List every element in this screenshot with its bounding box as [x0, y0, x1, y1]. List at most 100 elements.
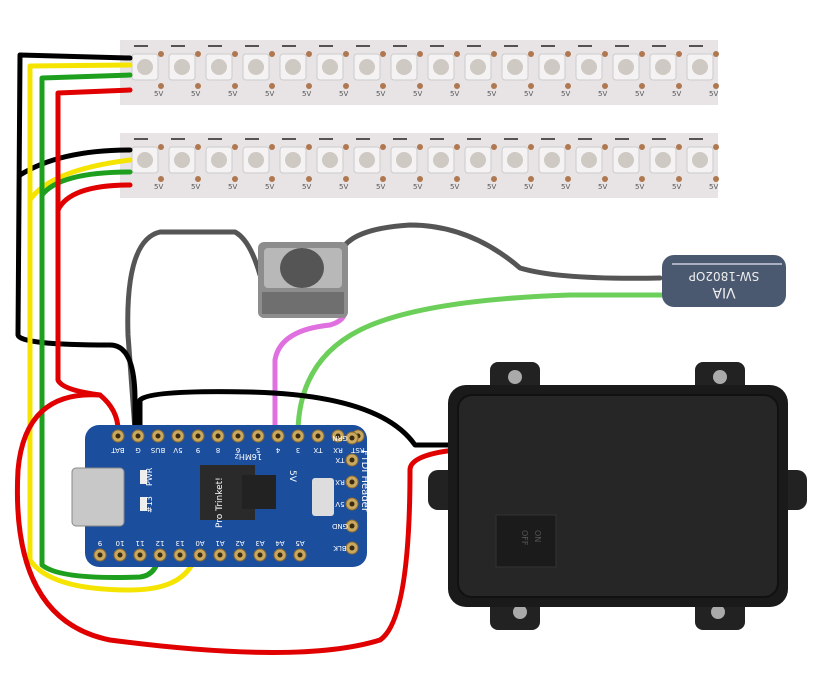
wire-red-strip: [55, 87, 133, 433]
strip-5v-label: 5V: [450, 183, 459, 191]
wire-black-main: [15, 52, 138, 433]
pin-label: RST: [350, 446, 364, 454]
led-pixel: 5V: [390, 138, 423, 191]
strip-5v-label: 5V: [672, 90, 681, 98]
led-pixel: 5V: [131, 138, 164, 191]
pin-label: A3: [255, 539, 264, 547]
pin-label: A5: [295, 539, 304, 547]
pin-label: GRN: [332, 434, 348, 442]
pin-label: TX: [335, 456, 345, 464]
strip-5v-label: 5V: [265, 183, 274, 191]
clock-label: 16MHz: [235, 452, 262, 461]
strip-5v-label: 5V: [191, 90, 200, 98]
battery-box: ON OFF: [428, 362, 807, 630]
wire-gray-button: [125, 229, 263, 433]
led-pixel: 5V: [649, 138, 682, 191]
strip-5v-label: 5V: [339, 90, 348, 98]
pro-trinket-board: PWR #13 FTDI Header Pro Trinket! 5V 16MH…: [71, 425, 370, 567]
strip-5v-label: 5V: [524, 183, 533, 191]
led-pixel: 5V: [501, 45, 534, 98]
capacitor-label-2: VIA: [712, 284, 736, 300]
led-pixel: 5V: [538, 138, 571, 191]
strip-5v-label: 5V: [635, 183, 644, 191]
pin-label: A2: [235, 539, 244, 547]
strip-5v-label: 5V: [413, 90, 422, 98]
wire-black-batt: [137, 389, 458, 448]
strip-5v-label: 5V: [339, 183, 348, 191]
wire-red-2: [55, 182, 133, 213]
pin-label: BLK: [333, 544, 347, 552]
pin-label: 5V: [335, 500, 344, 508]
strip-5v-label: 5V: [487, 183, 496, 191]
pin-label: 11: [136, 539, 145, 547]
wire-yellow-2: [27, 157, 133, 203]
strip-5v-label: 5V: [228, 90, 237, 98]
led-pixel: 5V: [464, 45, 497, 98]
led-pixel: 5V: [612, 45, 645, 98]
strip-5v-label: 5V: [265, 90, 274, 98]
led-pixel: 5V: [168, 45, 201, 98]
wires: [14, 52, 668, 655]
led-pixel: 5V: [427, 45, 460, 98]
led-pixel: 5V: [686, 45, 719, 98]
power-led: [140, 470, 147, 484]
pin-label: 3: [296, 446, 300, 454]
strip-5v-label: 5V: [598, 183, 607, 191]
led-pixel: 5V: [205, 45, 238, 98]
led-pixel: 5V: [538, 45, 571, 98]
strip-5v-label: 5V: [154, 183, 163, 191]
led-pixel: 5V: [168, 138, 201, 191]
capacitor-label-1: SW-1802OP: [689, 269, 760, 283]
strip-5v-label: 5V: [228, 183, 237, 191]
pin-label: 8: [216, 446, 220, 454]
wire-lightgreen: [295, 292, 668, 433]
switch-off-label: OFF: [520, 530, 529, 546]
pin-label: A0: [195, 539, 204, 547]
strip-5v-label: 5V: [635, 90, 644, 98]
strip-5v-label: 5V: [598, 90, 607, 98]
led-pixel: 5V: [205, 138, 238, 191]
pin-label: BUS: [150, 446, 165, 454]
led-pixel: 5V: [501, 138, 534, 191]
led-pixel: 5V: [353, 45, 386, 98]
pin-label: 5: [256, 446, 260, 454]
pin-label: GND: [332, 522, 348, 530]
push-button[interactable]: [258, 242, 348, 318]
led-pixel: 5V: [316, 45, 349, 98]
power-led-label: PWR: [145, 467, 154, 486]
strip-5v-label: 5V: [376, 90, 385, 98]
strip-5v-label: 5V: [191, 183, 200, 191]
led-pixel: 5V: [464, 138, 497, 191]
voltage-badge: 5V: [287, 470, 297, 483]
strip-5v-label: 5V: [376, 183, 385, 191]
strip-5v-label: 5V: [450, 90, 459, 98]
wire-green-2: [39, 169, 133, 198]
power-switch[interactable]: [495, 514, 557, 568]
strip-5v-label: 5V: [561, 90, 570, 98]
pin-label: 4: [275, 446, 280, 454]
pin-label: 5V: [173, 446, 182, 454]
pin-label: A1: [215, 539, 224, 547]
led-pixel: 5V: [279, 138, 312, 191]
led-pixel: 5V: [353, 138, 386, 191]
led-pixel: 5V: [390, 45, 423, 98]
led-pixel: 5V: [612, 138, 645, 191]
reset-button[interactable]: [312, 478, 334, 516]
wire-pink: [272, 302, 348, 433]
strip-5v-label: 5V: [487, 90, 496, 98]
pin13-led-label: #13: [145, 496, 154, 513]
board-title: Pro Trinket!: [215, 477, 225, 528]
pin-label: 13: [176, 539, 185, 547]
pin-label: 10: [116, 539, 125, 547]
led-pixel: 5V: [686, 138, 719, 191]
usb-port[interactable]: [71, 467, 125, 527]
pin-label: RX: [333, 446, 343, 454]
led-pixel: 5V: [575, 45, 608, 98]
led-pixel: 5V: [575, 138, 608, 191]
pin-label: G: [135, 446, 140, 454]
